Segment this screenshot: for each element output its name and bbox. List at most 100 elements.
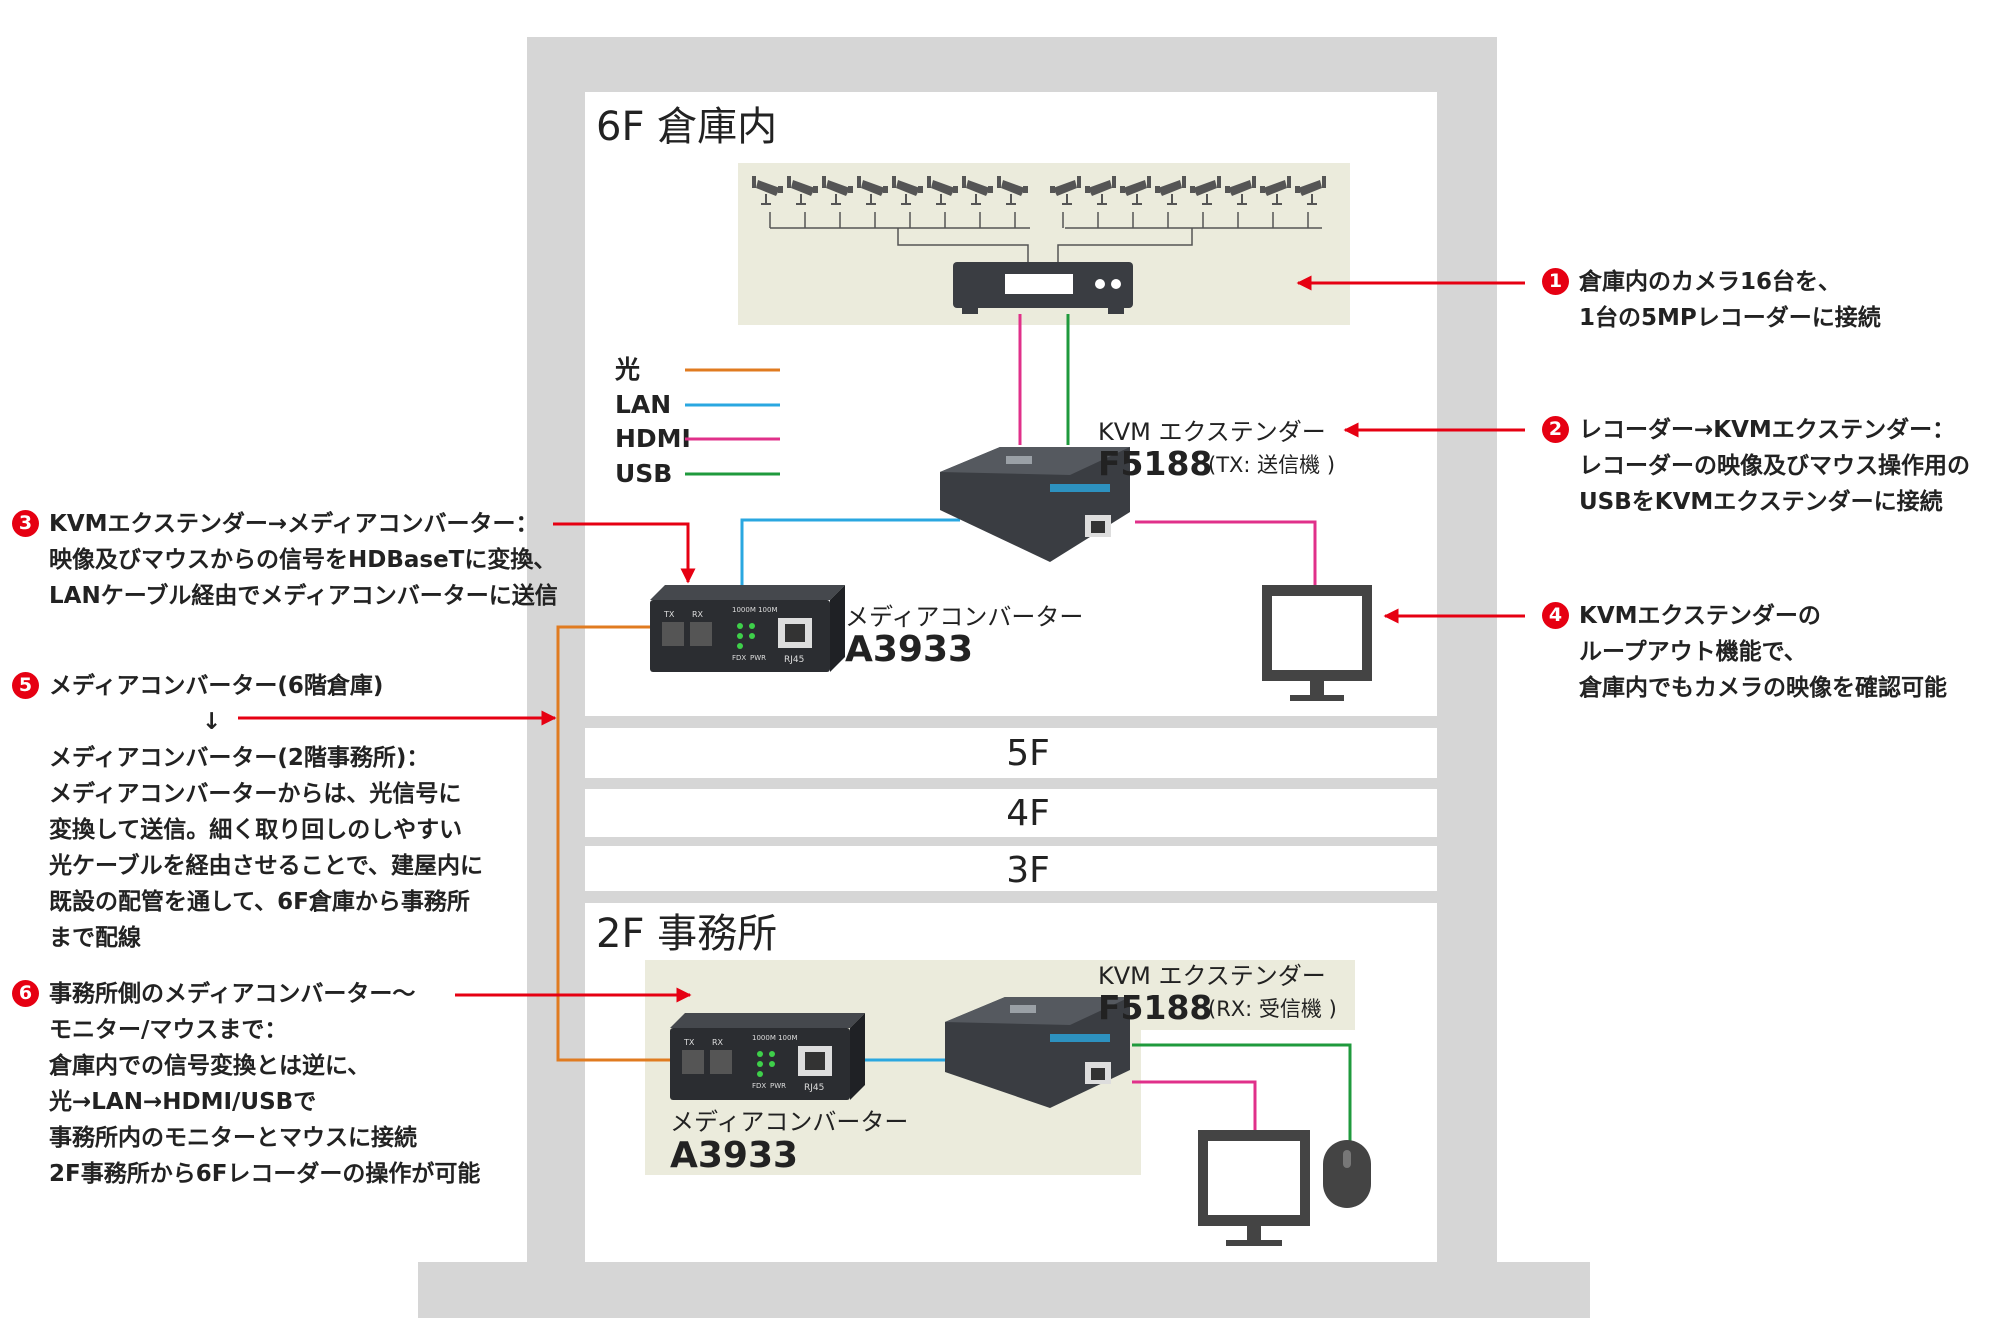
cctv-camera-icon <box>1190 176 1221 205</box>
note-5-line-2: メディアコンバーター(2階事務所)： <box>49 745 430 771</box>
cctv-camera-icon <box>1260 176 1291 205</box>
cable-hdmi-kvm-monitor-2f <box>1132 1080 1257 1130</box>
mouse-icon <box>1323 1140 1371 1208</box>
cctv-camera-icon <box>1120 176 1151 205</box>
note-6-line-3: 光→LAN→HDMI/USBで <box>49 1089 317 1115</box>
mc2f-rx-label: RX <box>712 1038 724 1047</box>
floor-label-6f: 6F 倉庫内 <box>596 104 777 150</box>
note-3-number: 3 <box>12 510 39 537</box>
floor-label-5f: 5F <box>1006 733 1050 774</box>
note-5-line-0: 5 メディアコンバーター(6階倉庫) <box>12 668 483 704</box>
note-6-line-0: 6 事務所側のメディアコンバーター～ <box>12 976 480 1012</box>
note-1-text-0: 倉庫内のカメラ16台を、 <box>1579 269 1842 295</box>
mc6f-speed-label: 1000M 100M <box>732 606 777 614</box>
floor-label-4f: 4F <box>1006 793 1050 834</box>
floor-3f-room <box>585 846 1437 891</box>
mc2f-model: A3933 <box>670 1135 798 1176</box>
camera-wiring <box>769 212 1322 262</box>
note-4-number: 4 <box>1542 602 1569 629</box>
mc2f-speed-label: 1000M 100M <box>752 1034 797 1042</box>
note-5-line-6: 既設の配管を通して、6F倉庫から事務所 <box>49 889 470 915</box>
note-5-line-1: ↓ <box>202 709 222 735</box>
legend-label-hdmi: HDMI <box>615 424 691 453</box>
mc6f-model: A3933 <box>845 629 973 670</box>
floor-label-2f: 2F 事務所 <box>596 911 777 957</box>
note-4-text-0: KVMエクステンダーの <box>1579 603 1821 629</box>
note-2-line-1: レコーダーの映像及びマウス操作用の <box>1579 453 1970 479</box>
cctv-camera-icon <box>1050 176 1081 205</box>
cctv-camera-icon <box>822 176 853 205</box>
cables <box>556 314 1352 1143</box>
cctv-camera-icon <box>1155 176 1186 205</box>
mc6f-fdx-label: FDX <box>732 654 746 662</box>
note-6-line-4: 事務所内のモニターとマウスに接続 <box>49 1125 417 1151</box>
mc2f-tx-label: TX <box>683 1038 695 1047</box>
kvm-tx-name: KVM エクステンダー <box>1098 418 1326 446</box>
red-arrow-icon <box>553 522 696 584</box>
media-converter-2f-icon: RJ45 TX RX 1000M 100M FDX PWR <box>670 1013 865 1100</box>
kvm-extender-tx-icon <box>940 447 1130 562</box>
kvm-tx-role: (TX: 送信機 ) <box>1208 453 1335 477</box>
cctv-camera-icon <box>1295 176 1326 205</box>
note-5-number: 5 <box>12 672 39 699</box>
floor-4f-room <box>585 789 1437 837</box>
cable-hdmi-kvm-monitor <box>1135 520 1317 586</box>
cctv-camera-icon <box>927 176 958 205</box>
note-6-number: 6 <box>12 980 39 1007</box>
cable-lan-kvm-mc6f <box>740 518 960 600</box>
mc2f-name: メディアコンバーター <box>670 1108 908 1136</box>
note-6-line-5: 2F事務所から6Fレコーダーの操作が可能 <box>49 1161 481 1187</box>
floor-label-3f: 3F <box>1006 850 1050 891</box>
note-5-line-3: メディアコンバーターからは、光信号に <box>49 781 462 807</box>
cable-usb-kvm-mouse <box>1132 1043 1352 1143</box>
note-2-number: 2 <box>1542 416 1569 443</box>
note-3-line-0: 3 KVMエクステンダー→メディアコンバーター： <box>12 506 558 542</box>
monitor-6f-icon <box>1262 585 1372 701</box>
mc2f-pwr-label: PWR <box>770 1082 786 1090</box>
note-5-text-0: メディアコンバーター(6階倉庫) <box>49 673 384 699</box>
note-4-line-2: 倉庫内でもカメラの映像を確認可能 <box>1579 675 1947 701</box>
cctv-camera-icon <box>752 176 783 205</box>
mc6f-port-label: RJ45 <box>784 655 804 665</box>
cctv-camera-icon <box>892 176 923 205</box>
kvm-rx-name: KVM エクステンダー <box>1098 962 1326 990</box>
floor-5f-room <box>585 728 1437 778</box>
note-4: 4 KVMエクステンダーの ループアウト機能で、 倉庫内でもカメラの映像を確認可能 <box>1542 598 1947 706</box>
mc6f-rx-label: RX <box>692 610 704 619</box>
kvm-tx-model: F5188 <box>1098 444 1212 483</box>
note-2-line-0: 2 レコーダー→KVMエクステンダー： <box>1542 412 1970 448</box>
mc6f-pwr-label: PWR <box>750 654 766 662</box>
kvm-rx-role: (RX: 受信機 ) <box>1208 997 1337 1021</box>
cable-optical-6f-2f <box>556 625 670 1062</box>
note-6-line-1: モニター/マウスまで： <box>49 1017 288 1043</box>
note-3-line-2: LANケーブル経由でメディアコンバーターに送信 <box>49 583 558 609</box>
legend-label-lan: LAN <box>615 390 671 419</box>
mc2f-fdx-label: FDX <box>752 1082 766 1090</box>
mc6f-name: メディアコンバーター <box>845 603 1083 631</box>
dvr-recorder-icon <box>953 262 1133 314</box>
note-6-line-2: 倉庫内での信号変換とは逆に、 <box>49 1053 371 1079</box>
legend-label-optical: 光 <box>614 355 640 384</box>
legend-label-usb: USB <box>615 459 672 488</box>
kvm-rx-model: F5188 <box>1098 988 1212 1027</box>
note-5: 5 メディアコンバーター(6階倉庫) ↓ メディアコンバーター(2階事務所)： メ… <box>12 668 483 956</box>
monitor-2f-icon <box>1198 1130 1310 1246</box>
note-6-text-0: 事務所側のメディアコンバーター～ <box>49 981 416 1007</box>
note-3-text-0: KVMエクステンダー→メディアコンバーター： <box>49 511 539 537</box>
cctv-camera-icon <box>1225 176 1256 205</box>
note-5-line-7: まで配線 <box>49 925 141 951</box>
note-5-line-5: 光ケーブルを経由させることで、建屋内に <box>49 853 484 879</box>
callout-arrows <box>238 275 1525 1003</box>
cctv-camera-icon <box>787 176 818 205</box>
mc2f-port-label: RJ45 <box>804 1083 824 1093</box>
cctv-camera-icon <box>962 176 993 205</box>
cctv-camera-icon <box>1085 176 1116 205</box>
note-2-text-0: レコーダー→KVMエクステンダー： <box>1579 417 1956 443</box>
note-4-line-1: ループアウト機能で、 <box>1579 639 1807 665</box>
kvm-extender-rx-icon <box>945 997 1130 1108</box>
